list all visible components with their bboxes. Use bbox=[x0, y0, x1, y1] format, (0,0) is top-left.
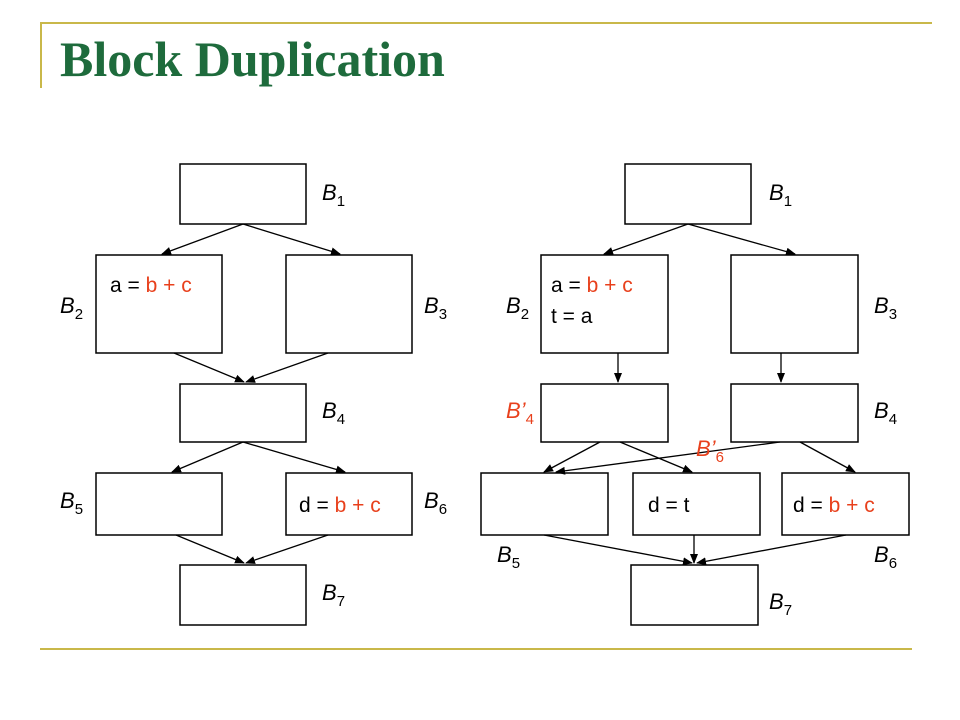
right-edge-b4-b5 bbox=[555, 441, 781, 475]
right-block-b7 bbox=[630, 564, 759, 626]
left-edge-b6-b7 bbox=[245, 534, 329, 564]
left-edge-b1-b2 bbox=[161, 223, 244, 255]
left-b2-code: a = b + c bbox=[110, 274, 192, 297]
right-cfg: a = b + c t = a d = t d = b + c B1 B2 B3… bbox=[480, 163, 910, 626]
right-label-b6: B6 bbox=[874, 542, 897, 572]
right-edge-b4-b6 bbox=[799, 441, 856, 473]
left-label-b1: B1 bbox=[322, 180, 345, 210]
right-block-b2 bbox=[540, 254, 669, 354]
right-edge-b4prime-b5 bbox=[543, 441, 601, 473]
right-label-b4: B4 bbox=[874, 398, 897, 428]
left-label-b4: B4 bbox=[322, 398, 345, 428]
left-block-b4 bbox=[179, 383, 307, 443]
top-rule bbox=[40, 22, 932, 24]
right-label-b7: B7 bbox=[769, 589, 792, 619]
left-block-b2 bbox=[95, 254, 223, 354]
right-edge-b1-b3 bbox=[687, 223, 796, 256]
left-block-b5 bbox=[95, 472, 223, 536]
left-edge-b4-b5 bbox=[171, 441, 244, 473]
left-edge-b2-b4 bbox=[173, 352, 245, 383]
right-edge-b5-b7 bbox=[543, 534, 693, 566]
left-edge-b4-b6 bbox=[242, 441, 346, 474]
right-block-b4-prime bbox=[540, 383, 669, 443]
left-b6-code: d = b + c bbox=[299, 494, 381, 517]
left-label-b6: B6 bbox=[424, 488, 447, 518]
right-block-b5 bbox=[480, 472, 609, 536]
right-label-b2: B2 bbox=[506, 293, 529, 323]
right-label-b1: B1 bbox=[769, 180, 792, 210]
left-block-b3 bbox=[285, 254, 413, 354]
left-label-b3: B3 bbox=[424, 293, 447, 323]
left-label-b7: B7 bbox=[322, 580, 345, 610]
slide-title: Block Duplication bbox=[60, 31, 445, 87]
right-label-b6-prime: B’6 bbox=[696, 436, 724, 466]
left-rule bbox=[40, 22, 42, 88]
right-block-b1 bbox=[624, 163, 752, 225]
right-block-b6-prime bbox=[632, 472, 761, 536]
right-edge-b4prime-b6prime bbox=[619, 441, 693, 473]
left-block-b1 bbox=[179, 163, 307, 225]
left-edge-b5-b7 bbox=[175, 534, 245, 564]
left-label-b5: B5 bbox=[60, 488, 83, 518]
left-block-b6 bbox=[285, 472, 413, 536]
right-block-b6 bbox=[781, 472, 910, 536]
left-label-b2: B2 bbox=[60, 293, 83, 323]
right-b2-code-line1: a = b + c bbox=[551, 274, 633, 297]
bottom-rule bbox=[40, 648, 912, 650]
left-edge-b3-b4 bbox=[245, 352, 329, 383]
right-label-b3: B3 bbox=[874, 293, 897, 323]
left-edge-b1-b3 bbox=[242, 223, 341, 256]
right-edge-b6-b7 bbox=[696, 534, 847, 566]
right-block-b3 bbox=[730, 254, 859, 354]
right-b2-code-line2: t = a bbox=[551, 305, 593, 328]
right-b6-code: d = b + c bbox=[793, 494, 875, 517]
right-b6prime-code: d = t bbox=[648, 494, 690, 517]
right-edge-b1-b2 bbox=[603, 223, 689, 255]
right-label-b4-prime: B’4 bbox=[506, 398, 534, 428]
left-cfg: a = b + c d = b + c B1 B2 B3 B4 B5 B6 B7 bbox=[60, 163, 447, 626]
right-label-b5: B5 bbox=[497, 542, 520, 572]
left-block-b7 bbox=[179, 564, 307, 626]
right-block-b4 bbox=[730, 383, 859, 443]
